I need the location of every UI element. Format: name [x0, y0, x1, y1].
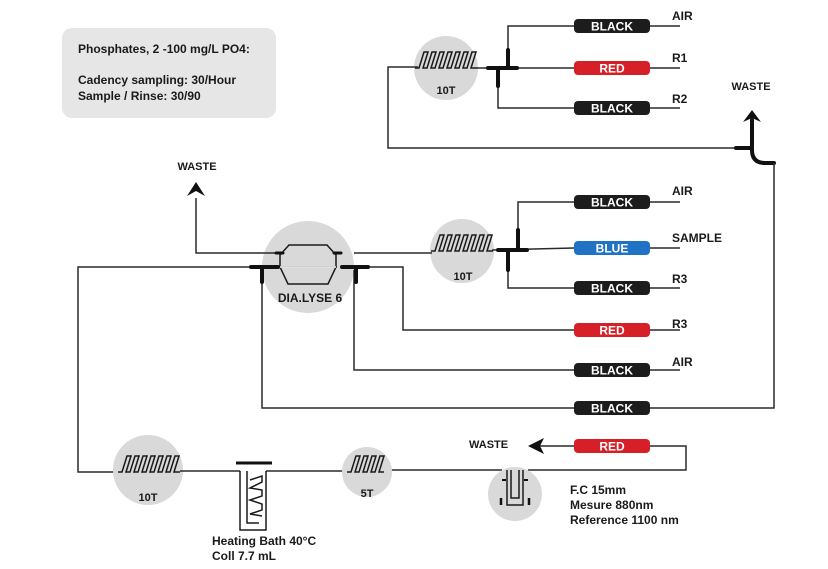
waste-arrow-icon: [187, 182, 205, 196]
sample-rinse-ratio: Sample / Rinse: 30/90: [78, 89, 201, 103]
waste-arrow-icon: [528, 438, 544, 454]
coil-label: 10T: [437, 85, 456, 97]
tube-color-label: RED: [599, 324, 625, 338]
pump-tube-red: RED R1: [574, 51, 688, 76]
right-waste-connector: WASTE: [650, 81, 776, 409]
cadency-sampling: Cadency sampling: 30/Hour: [78, 73, 237, 87]
tube-body: [574, 439, 650, 453]
pump-tube-red: RED: [574, 439, 650, 454]
dialyser-tubing: [77, 198, 680, 473]
pump-tube-black: BLACK AIR: [574, 184, 693, 210]
flow-cell-measure: Mesure 880nm: [570, 498, 653, 512]
coil-label: 10T: [454, 271, 473, 283]
mid-t-connector: [496, 228, 529, 272]
pump-tube-black: BLACK AIR: [574, 9, 693, 34]
waste-arrow-icon: [743, 110, 761, 122]
bottom-coil-10t: 10T: [113, 435, 183, 505]
bottom-tubing: [180, 445, 687, 472]
tube-color-label: BLACK: [591, 282, 633, 296]
tube-body: [574, 323, 650, 337]
pump-tube-black: BLACK AIR: [574, 355, 693, 378]
tube-color-label: BLACK: [591, 20, 633, 34]
coil-label: 10T: [139, 492, 158, 504]
waste-left: WASTE: [177, 161, 217, 196]
coil-background: [113, 435, 183, 505]
tube-port-label: AIR: [672, 9, 693, 23]
heating-bath-temp: Heating Bath 40°C: [212, 534, 316, 548]
tube-port-label: R3: [672, 317, 688, 331]
coil-label: 5T: [361, 488, 374, 500]
tube-body: [574, 195, 650, 209]
tube-color-label: BLACK: [591, 102, 633, 116]
flow-cell-size: F.C 15mm: [570, 483, 626, 497]
pump-tube-red: RED R3: [574, 317, 688, 338]
tube-port-label: R1: [672, 51, 688, 65]
pump-tube-blue: BLUE SAMPLE: [574, 231, 722, 256]
tube-color-label: BLACK: [591, 402, 633, 416]
pump-tubes: BLACKAIRREDR1BLACKR2BLACKAIRBLUESAMPLEBL…: [574, 9, 722, 454]
waste-label-right: WASTE: [731, 81, 770, 93]
coil-icon: [347, 455, 386, 473]
coil-icon: [415, 51, 478, 69]
dialyser-label: DIA.LYSE 6: [278, 291, 343, 305]
tube-color-label: BLUE: [596, 242, 629, 256]
top-tubing: [387, 25, 740, 149]
top-coil-10t: 10T: [414, 36, 478, 100]
tube-color-label: RED: [599, 440, 625, 454]
dialyser-connectors: [249, 251, 370, 284]
tube-body: [574, 61, 650, 75]
flow-cell-background: [488, 467, 542, 521]
waste-label-left: WASTE: [177, 161, 216, 173]
top-t-connector: [486, 48, 519, 88]
dialyser-top-half: [279, 244, 337, 268]
tube-body: [574, 363, 650, 377]
waste-bottom: WASTE: [469, 438, 544, 454]
coil-background: [414, 36, 478, 100]
method-info-box: Phosphates, 2 -100 mg/L PO4: Cadency sam…: [62, 28, 276, 118]
heating-bath: Heating Bath 40°C Coll 7.7 mL: [212, 461, 316, 563]
pump-tube-black: BLACK R2: [574, 92, 688, 116]
coil-background: [430, 219, 494, 283]
mid-coil-10t: 10T: [430, 219, 494, 283]
tube-body: [574, 19, 650, 33]
waste-label-bottom: WASTE: [469, 439, 508, 451]
heating-bath-coil: Coll 7.7 mL: [212, 549, 276, 563]
tube-body: [574, 241, 650, 255]
tube-color-label: BLACK: [591, 196, 633, 210]
tube-port-label: R3: [672, 272, 688, 286]
tube-port-label: R2: [672, 92, 688, 106]
coil-icon: [431, 234, 494, 252]
tube-port-label: AIR: [672, 355, 693, 369]
dialyser-bottom-half: [278, 266, 338, 285]
flow-cell-reference: Reference 1100 nm: [570, 513, 679, 527]
coil-icon: [118, 455, 181, 473]
small-coil-5t: 5T: [342, 447, 392, 500]
flow-cell: F.C 15mm Mesure 880nm Reference 1100 nm: [488, 467, 679, 527]
pump-tube-black: BLACK: [574, 401, 650, 416]
tube-color-label: BLACK: [591, 364, 633, 378]
method-title: Phosphates, 2 -100 mg/L PO4:: [78, 42, 250, 56]
tube-body: [574, 101, 650, 115]
dialyser: DIA.LYSE 6: [262, 221, 354, 313]
tube-port-label: AIR: [672, 184, 693, 198]
tube-color-label: RED: [599, 62, 625, 76]
pump-tube-black: BLACK R3: [574, 272, 688, 296]
tube-body: [574, 281, 650, 295]
tube-port-label: SAMPLE: [672, 231, 722, 245]
tube-body: [574, 401, 650, 415]
